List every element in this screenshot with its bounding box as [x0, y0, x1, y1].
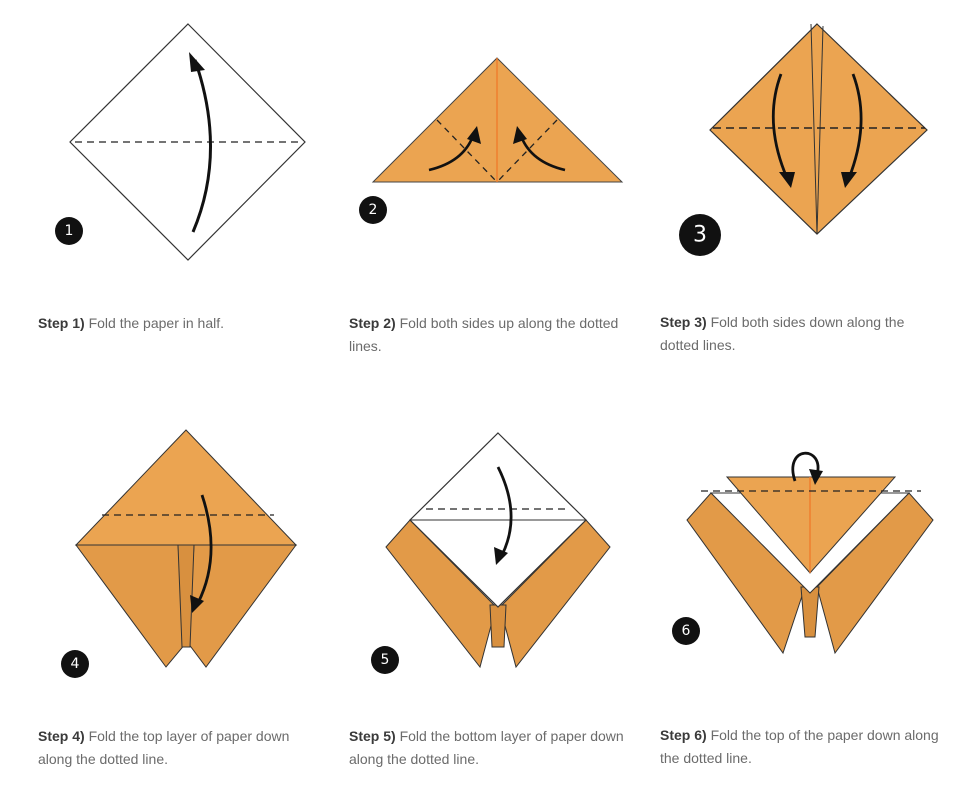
step-badge — [371, 646, 399, 674]
step-badge-number: 6 — [682, 623, 691, 639]
step-4-caption: Step 4) Fold the top layer of paper down… — [38, 725, 318, 771]
step-badge — [359, 196, 387, 224]
step-text: Fold both sides down along the dotted li… — [660, 314, 905, 353]
fold-arrow-left — [771, 73, 789, 179]
step-badge-number: 4 — [71, 656, 80, 672]
step-label: Step 2) — [349, 315, 396, 331]
step-text: Fold the bottom layer of paper down alon… — [349, 728, 624, 767]
step-badge-number: 1 — [65, 223, 74, 239]
step-5-diagram: 5 — [371, 432, 611, 674]
step-1-caption: Step 1) Fold the paper in half. — [38, 312, 318, 335]
step-text: Fold the paper in half. — [88, 315, 224, 331]
paper-kite — [709, 23, 928, 235]
step-label: Step 4) — [38, 728, 85, 744]
step-5-caption: Step 5) Fold the bottom layer of paper d… — [349, 725, 629, 771]
step-label: Step 1) — [38, 315, 85, 331]
step-badge-number: 2 — [369, 202, 378, 218]
left-wing — [75, 544, 187, 668]
step-4-figure: 4 — [38, 415, 323, 698]
step-6-figure: 6 — [655, 415, 940, 698]
step-label: Step 6) — [660, 727, 707, 743]
fold-arrow-right — [847, 73, 863, 179]
step-2-figure: 2 — [345, 12, 630, 295]
step-text: Fold both sides up along the dotted line… — [349, 315, 619, 354]
step-label: Step 5) — [349, 728, 396, 744]
step-badge-number: 3 — [693, 223, 707, 248]
center-crease-1 — [810, 23, 818, 235]
fold-arrow — [196, 494, 213, 604]
step-badge — [672, 617, 700, 645]
arrow-head-left — [467, 126, 481, 144]
center-strip — [489, 604, 507, 648]
arrow-head-right — [841, 172, 857, 188]
arrow-head — [494, 547, 508, 565]
upper-layer — [74, 429, 298, 546]
step-3-caption: Step 3) Fold both sides down along the d… — [660, 311, 940, 357]
step-badge-number: 5 — [381, 652, 390, 668]
step-badge — [61, 650, 89, 678]
step-6-caption: Step 6) Fold the top of the paper down a… — [660, 724, 940, 770]
step-badge — [55, 217, 83, 245]
arrow-head — [190, 595, 204, 613]
fold-dotted-line-right — [496, 119, 558, 183]
fold-arrow — [496, 466, 513, 556]
step-2-diagram: 2 — [359, 57, 624, 224]
right-wing — [187, 544, 297, 668]
arrow-head — [189, 52, 205, 72]
step-text: Fold the top layer of paper down along t… — [38, 728, 290, 767]
center-strip — [800, 586, 820, 638]
fold-arrow — [791, 451, 820, 482]
top-triangle — [725, 476, 897, 574]
step-5-figure: 5 — [348, 415, 633, 698]
step-1-figure: 1 — [35, 12, 320, 295]
step-label: Step 3) — [660, 314, 707, 330]
arrow-head-left — [779, 172, 795, 188]
step-3-diagram: 3 — [679, 23, 928, 256]
fold-arrow — [191, 59, 212, 233]
step-6-diagram: 6 — [672, 451, 934, 655]
step-2-caption: Step 2) Fold both sides up along the dot… — [349, 312, 629, 358]
arrow-head-right — [513, 126, 527, 144]
step-3-figure: 3 — [655, 12, 940, 295]
center-crease-2 — [816, 25, 824, 235]
step-4-diagram: 4 — [61, 429, 298, 678]
fold-dotted-line-left — [436, 119, 498, 183]
step-text: Fold the top of the paper down along the… — [660, 727, 939, 766]
step-badge — [679, 214, 721, 256]
step-1-diagram: 1 — [55, 23, 306, 261]
arrow-head — [809, 469, 823, 485]
